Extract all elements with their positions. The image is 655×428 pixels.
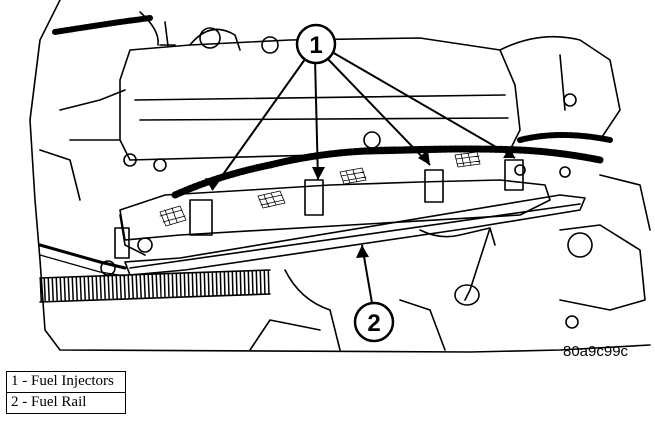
legend-row: 1 - Fuel Injectors [6, 371, 126, 393]
wiring-harness [171, 145, 604, 199]
frame-outline [29, 0, 651, 353]
callout-2-label: 2 [367, 310, 380, 337]
leader-line-1b [314, 57, 319, 181]
callout-1-label: 1 [309, 32, 322, 59]
legend-item-fuel-injectors: 1 - Fuel Injectors [6, 371, 126, 393]
fuel-line [38, 243, 127, 270]
callout-1: 1 [295, 23, 337, 65]
figure-code: 80a9c99c [563, 343, 629, 360]
fuel-rail [124, 194, 586, 276]
legend-item-fuel-rail: 2 - Fuel Rail [6, 392, 126, 414]
valve-cover [119, 37, 521, 161]
leader-line-1c [324, 55, 431, 166]
legend-row: 2 - Fuel Rail [6, 392, 126, 414]
corrugated-hose [39, 270, 271, 302]
top-hose [52, 15, 153, 35]
leader-line-1a [211, 54, 309, 191]
engine-fuel-rail-illustration: 1 2 [29, 0, 651, 353]
legend-table: 1 - Fuel Injectors 2 - Fuel Rail [6, 371, 126, 414]
leader-line-1d [331, 51, 516, 159]
callout-2: 2 [353, 301, 395, 343]
